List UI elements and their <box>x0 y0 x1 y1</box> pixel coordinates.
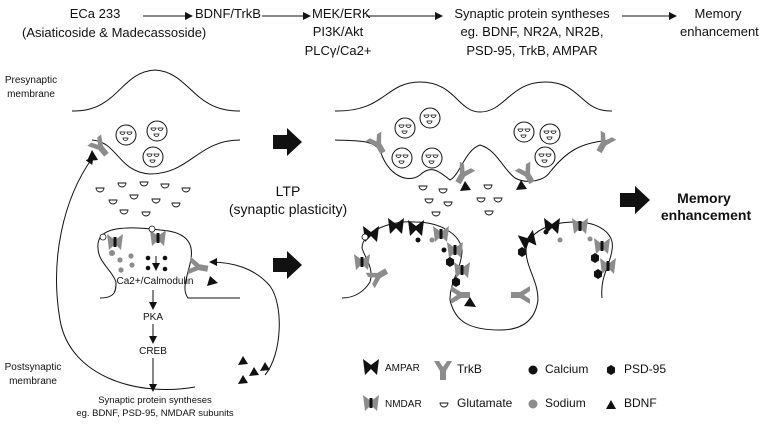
legend-calcium: Calcium <box>545 362 589 376</box>
pathway-step3-line1: MEK/ERK <box>312 6 371 21</box>
legend-trkb: TrkB <box>457 362 482 376</box>
legend-sodium: Sodium <box>545 396 586 410</box>
pathway-step5-line2: enhancement <box>680 24 759 39</box>
calmodulin-label: Ca2+/Calmodulin <box>116 276 194 287</box>
synthesis-label-line2: eg. BDNF, PSD-95, NMDAR subunits <box>76 408 234 419</box>
legend-bdnf: BDNF <box>624 396 657 410</box>
pathway-step4-line2: eg. BDNF, NR2A, NR2B, <box>460 24 604 39</box>
memory-label-line1: Memory <box>677 190 731 206</box>
legend-glutamate: Glutamate <box>457 396 513 410</box>
legend-nmdar: NMDAR <box>385 399 422 410</box>
pathway-step1-line2: (Asiaticoside & Madecassoside) <box>22 25 207 40</box>
memory-label-line2: enhancement <box>660 207 752 223</box>
synthesis-label-line1: Synaptic protein syntheses <box>98 395 212 406</box>
pathway-step2: BDNF/TrkB <box>195 6 261 21</box>
postsynaptic-label-line2: membrane <box>9 376 57 387</box>
pathway-step1-line1: ECa 233 <box>69 6 121 21</box>
postsynaptic-label-line1: Postsynaptic <box>4 362 62 373</box>
pathway-step3-line2: PI3K/Akt <box>312 24 364 39</box>
pathway-step3-line3: PLCγ/Ca2+ <box>304 43 372 58</box>
legend-psd95: PSD-95 <box>624 362 667 376</box>
presynaptic-label-line1: Presynaptic <box>4 75 58 86</box>
ltp-label-line1: LTP <box>275 183 301 199</box>
ltp-label-line2: (synaptic plasticity) <box>228 201 348 217</box>
pathway-step5-line1: Memory <box>694 6 742 21</box>
legend-ampar: AMPAR <box>385 363 420 374</box>
pathway-step4-line3: PSD-95, TrkB, AMPAR <box>466 43 598 58</box>
pka-label: PKA <box>142 312 163 323</box>
pathway-step4-line1: Synaptic protein syntheses <box>454 6 610 21</box>
presynaptic-label-line2: membrane <box>7 89 55 100</box>
creb-label: CREB <box>139 346 167 357</box>
